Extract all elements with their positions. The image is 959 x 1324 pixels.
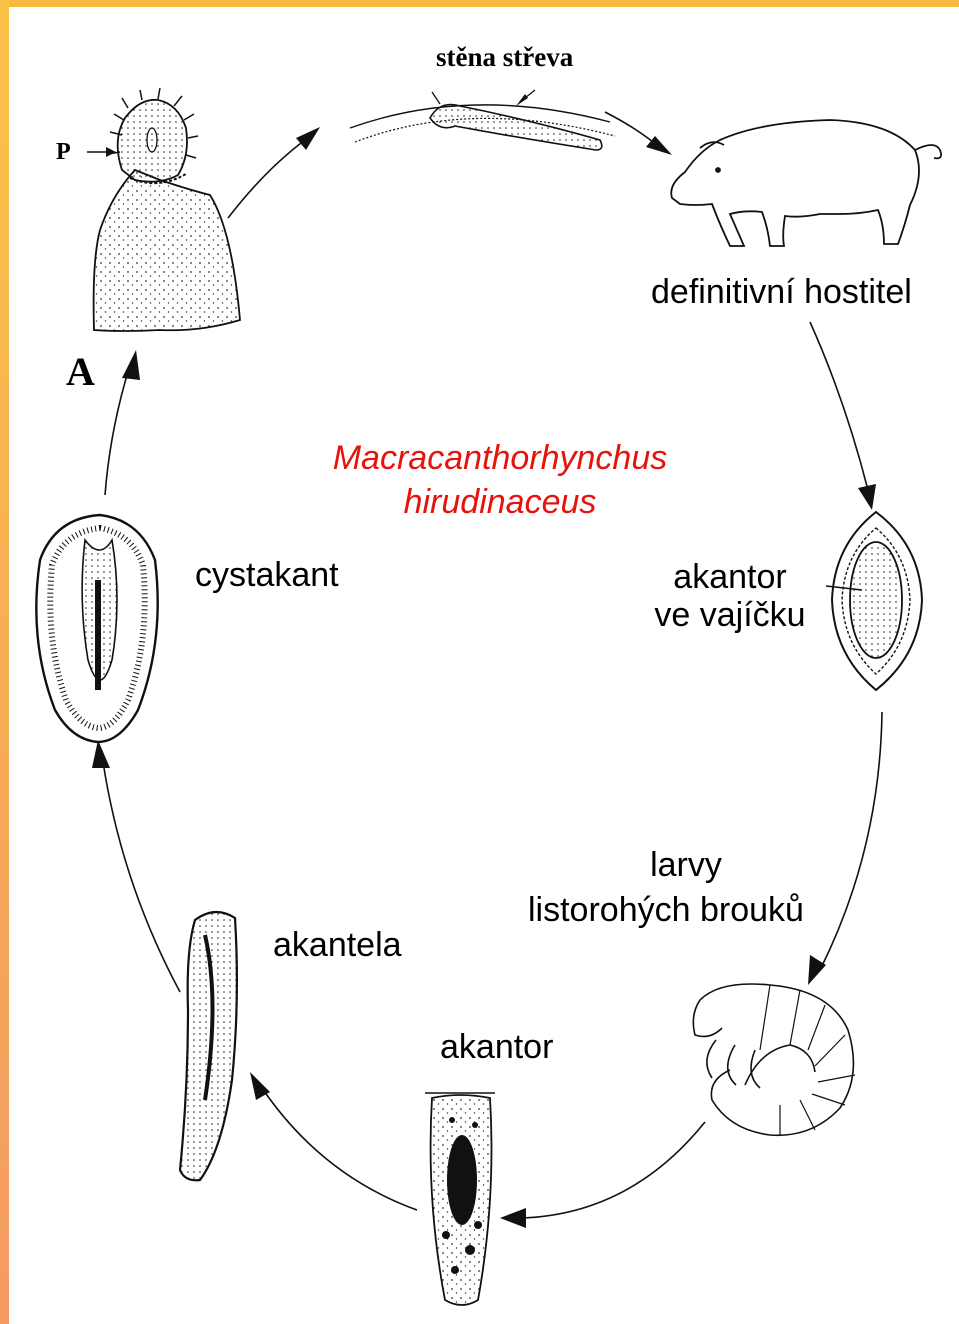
intestine-wall-figure bbox=[350, 90, 615, 150]
species-title-line1: Macracanthorhynchus bbox=[240, 436, 760, 480]
egg-label-line2: ve vajíčku bbox=[630, 598, 830, 632]
arrow-adult-to-intestine bbox=[228, 140, 305, 218]
acanthor-figure bbox=[425, 1093, 495, 1305]
beetle-larva-figure bbox=[693, 984, 855, 1135]
acanthor-label: akantor bbox=[440, 1030, 553, 1064]
acanthella-label: akantela bbox=[273, 928, 402, 962]
acanthella-figure bbox=[180, 912, 237, 1180]
species-title-line2: hirudinaceus bbox=[240, 480, 760, 524]
adult-worm-figure bbox=[87, 88, 240, 331]
cystacanth-label: cystakant bbox=[195, 558, 339, 592]
arrow-host-to-egg bbox=[810, 322, 868, 490]
egg-label-line1: akantor bbox=[630, 560, 830, 594]
arrowhead-7 bbox=[92, 740, 110, 768]
arrowhead-5 bbox=[500, 1208, 526, 1228]
pig-figure bbox=[671, 120, 941, 246]
arrow-cystacanth-to-adult bbox=[105, 365, 130, 495]
arrow-egg-to-beetle bbox=[820, 712, 882, 970]
cystacanth-figure bbox=[36, 515, 157, 742]
arrowhead-3 bbox=[858, 484, 876, 510]
arrowhead-4 bbox=[808, 955, 826, 985]
beetle-label-line2: listorohých brouků bbox=[528, 893, 804, 927]
intestine-wall-label: stěna střeva bbox=[436, 44, 573, 71]
arrowhead-1 bbox=[296, 127, 320, 150]
egg-figure bbox=[826, 512, 922, 690]
species-title: Macracanthorhynchus hirudinaceus bbox=[240, 436, 760, 524]
definitive-host-label: definitivní hostitel bbox=[651, 275, 912, 309]
beetle-label-line1: larvy bbox=[586, 848, 786, 882]
arrow-acanthella-to-cystacanth bbox=[102, 755, 180, 992]
arrow-acanthor-to-acanthella bbox=[260, 1085, 417, 1210]
arrow-beetle-to-acanthor bbox=[520, 1122, 705, 1218]
adult-letter-label: A bbox=[66, 352, 95, 392]
proboscis-letter-label: P bbox=[56, 140, 71, 164]
arrowhead-8 bbox=[122, 350, 140, 380]
